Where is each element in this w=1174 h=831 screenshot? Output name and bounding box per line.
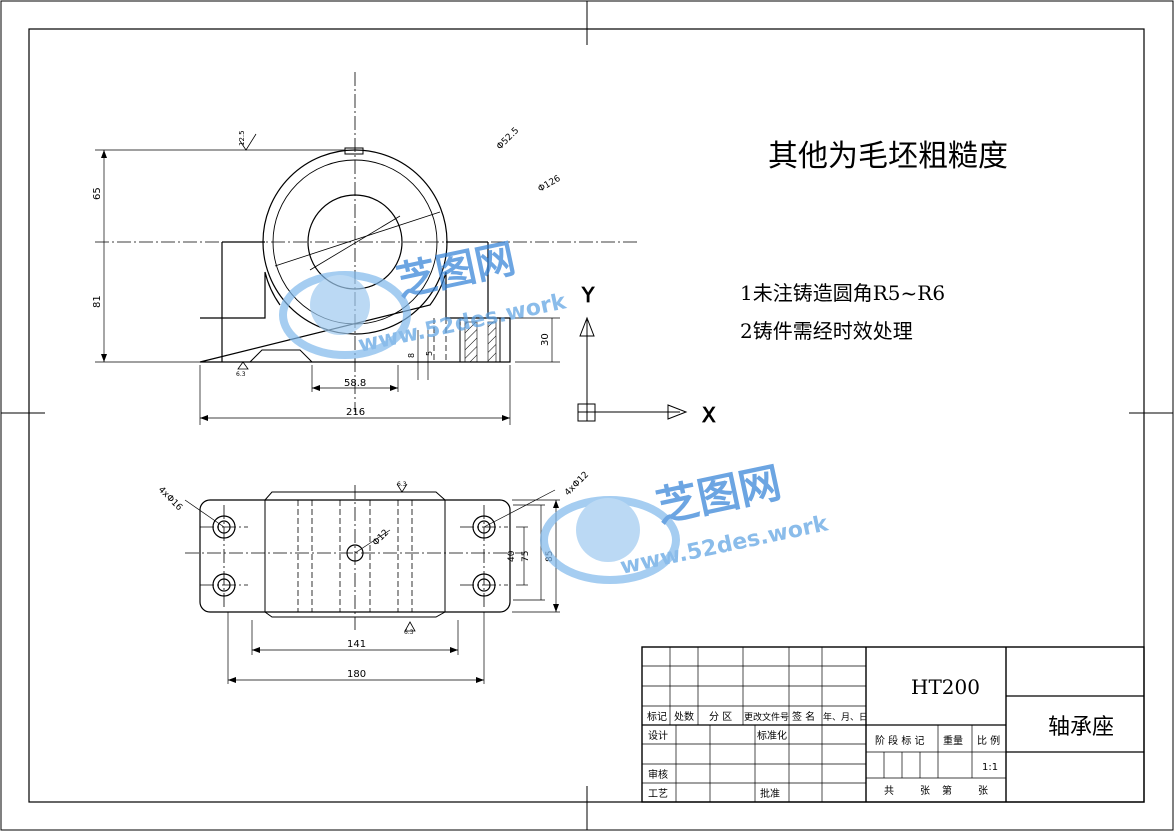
rev-headers: 标记 处数 分 区 更改文件号 签 名 年、月、日 — [647, 710, 868, 723]
dim-141: 141 — [347, 639, 366, 650]
roughness-symbol — [237, 133, 257, 370]
watermark-brand: 芝图网 — [652, 458, 785, 532]
label-standardize: 标准化 — [757, 729, 787, 742]
roughness-note: 其他为毛坯粗糙度 — [768, 139, 1008, 174]
roughness-top-view-bottom: 6.3 — [404, 629, 414, 636]
axis-y-label: Y — [581, 283, 595, 307]
rev-header-mark: 标记 — [647, 711, 667, 723]
rev-header-zone: 分 区 — [709, 711, 732, 723]
roughness-symbol — [396, 483, 416, 632]
watermark-url: www.52des.work — [356, 289, 569, 358]
watermark-url: www.52des.work — [618, 511, 831, 580]
rev-header-count: 处数 — [674, 710, 694, 723]
label-process: 工艺 — [648, 788, 668, 800]
front-view-diameter-leaders — [274, 211, 441, 271]
rev-header-date: 年、月、日 — [823, 711, 868, 723]
label-review: 审核 — [648, 768, 668, 781]
label-sheet-unit2: 张 — [978, 785, 988, 797]
top-dimension-arrows — [228, 500, 559, 683]
top-dimensions — [184, 489, 560, 684]
roughness-top-value: 12.5 — [238, 130, 246, 146]
holes-left-label: 4xΦ16 — [156, 485, 184, 513]
rev-header-doc: 更改文件号 — [744, 711, 789, 723]
front-view — [199, 147, 511, 363]
label-sheets-unit: 张 — [920, 785, 930, 797]
dim-40: 40 — [507, 550, 517, 562]
dim-phi52-5: Φ52.5 — [495, 126, 521, 152]
label-approve: 批准 — [760, 787, 780, 800]
note-2: 2铸件需经时效处理 — [740, 319, 913, 343]
label-weight: 重量 — [943, 734, 963, 747]
scale-value: 1:1 — [982, 762, 998, 773]
top-view-hidden-lines — [297, 500, 413, 612]
axis-x-label: X — [702, 403, 716, 427]
material-code: HT200 — [911, 675, 980, 699]
dim-81: 81 — [92, 295, 103, 308]
roughness-bottom-value: 6.3 — [236, 371, 246, 378]
dim-180: 180 — [347, 669, 366, 680]
dim-216: 216 — [346, 407, 365, 418]
label-stage-mark: 阶 段 标 记 — [875, 734, 925, 747]
dim-8: 8 — [407, 353, 416, 358]
dim-58-8: 58.8 — [344, 378, 366, 389]
dim-5: 5 — [425, 351, 434, 356]
label-ratio: 比 例 — [977, 734, 1000, 747]
front-dimension-arrows — [101, 150, 510, 421]
dim-30: 30 — [540, 333, 551, 346]
part-name: 轴承座 — [1048, 715, 1114, 740]
label-sheets-total: 共 — [884, 785, 894, 797]
dim-75: 75 — [521, 551, 531, 562]
note-1: 1未注铸造圆角R5~R6 — [740, 281, 945, 305]
dim-phi126: Φ126 — [537, 174, 563, 195]
watermark-brand: 芝图网 — [393, 236, 520, 306]
dim-65: 65 — [92, 187, 103, 200]
top-view — [199, 491, 511, 618]
rev-header-sign: 签 名 — [792, 710, 815, 723]
label-sheet-no: 第 — [942, 784, 952, 797]
watermark-logo: 芝图网 www.52des.work — [279, 236, 570, 359]
label-design: 设计 — [648, 729, 668, 742]
ucs-axis-icon — [577, 316, 688, 422]
holes-right-label: 4xΦ12 — [563, 470, 591, 498]
front-dimensions — [95, 149, 560, 425]
roughness-top-view-top: 6.3 — [397, 481, 407, 488]
centerlines — [95, 72, 640, 630]
title-block — [641, 646, 1145, 803]
